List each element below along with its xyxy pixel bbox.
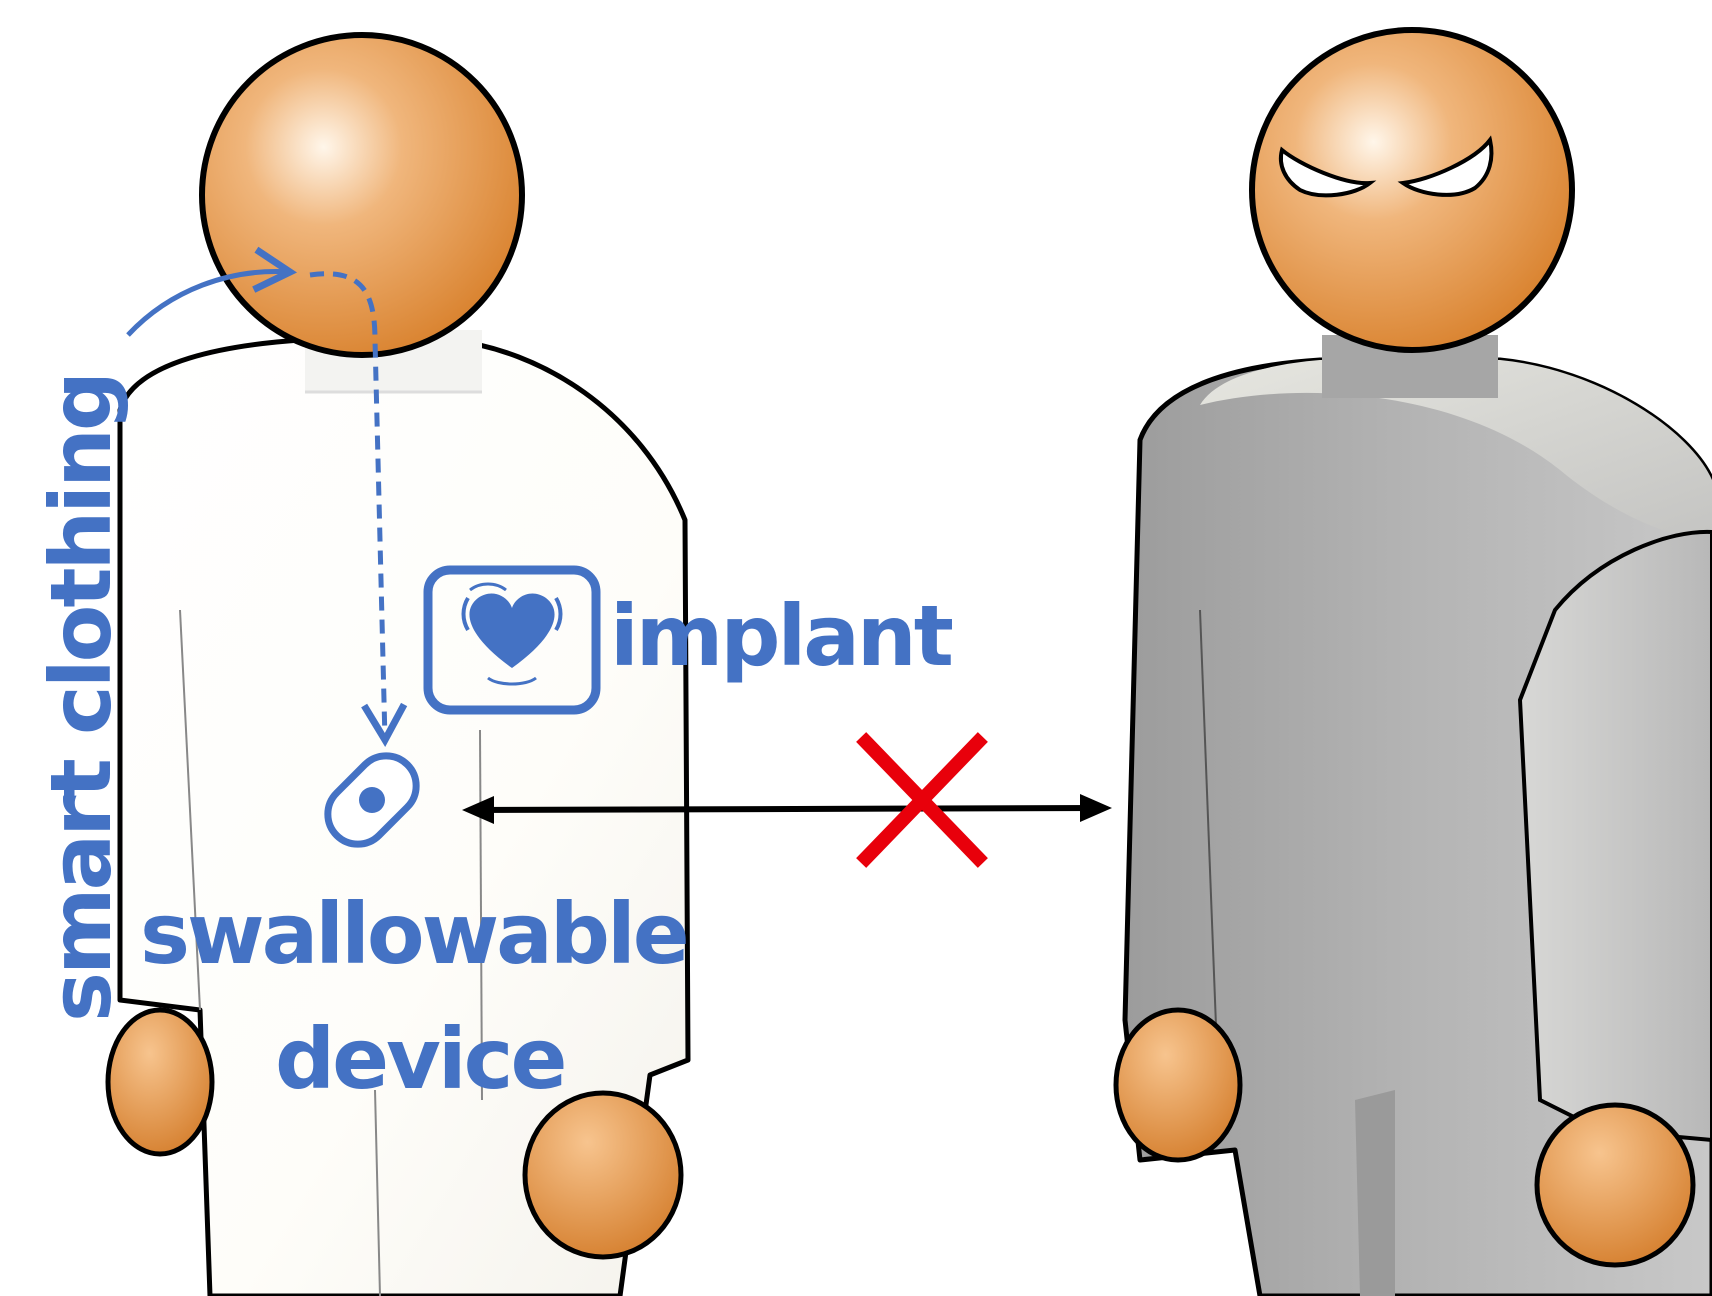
user-right-hand (525, 1093, 681, 1257)
label-swallowable: swallowable (140, 885, 687, 983)
adversary-left-hand (1116, 1010, 1240, 1160)
blocked-link-arrow (470, 808, 1100, 810)
adversary-right-hand (1537, 1105, 1693, 1265)
person-adversary (1116, 30, 1712, 1296)
user-left-hand (108, 1010, 212, 1154)
adversary-right-arm (1520, 532, 1712, 1140)
label-device: device (275, 1010, 564, 1108)
adversary-leg-shade (1355, 1090, 1395, 1296)
label-implant: implant (610, 587, 953, 685)
link-arrowhead-right (1080, 794, 1112, 822)
red-x-icon (866, 742, 978, 858)
user-head (202, 35, 522, 355)
label-smart-clothing: smart clothing (32, 374, 130, 1022)
